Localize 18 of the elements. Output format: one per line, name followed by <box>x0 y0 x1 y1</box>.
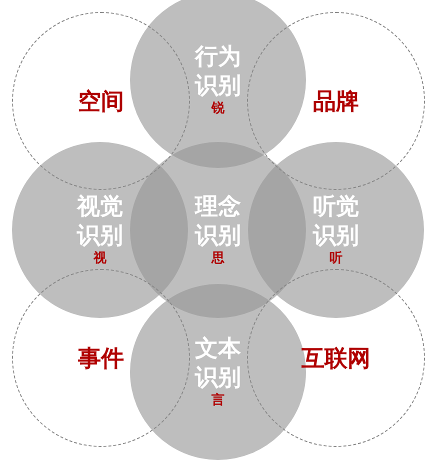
circle-subtitle: 言 <box>212 392 224 410</box>
circle-label: 事件 <box>78 344 124 374</box>
circle-title: 行为识别 <box>194 42 242 100</box>
circle-subtitle: 锐 <box>212 100 224 118</box>
circle-title: 视觉识别 <box>76 192 124 250</box>
circle-label: 品牌 <box>313 86 359 116</box>
dashed-circle <box>12 269 190 447</box>
circle-subtitle: 听 <box>330 250 342 268</box>
dashed-circle <box>247 12 425 190</box>
circle-title: 听觉识别 <box>312 192 360 250</box>
dashed-circle <box>247 269 425 447</box>
circle-subtitle: 视 <box>94 250 106 268</box>
circle-label: 互联网 <box>302 344 370 374</box>
circle-subtitle: 思 <box>212 250 224 268</box>
circle-title: 理念识别 <box>194 192 242 250</box>
circle-title: 文本识别 <box>194 334 242 392</box>
dashed-circle <box>12 12 190 190</box>
circle-label: 空间 <box>78 86 124 116</box>
